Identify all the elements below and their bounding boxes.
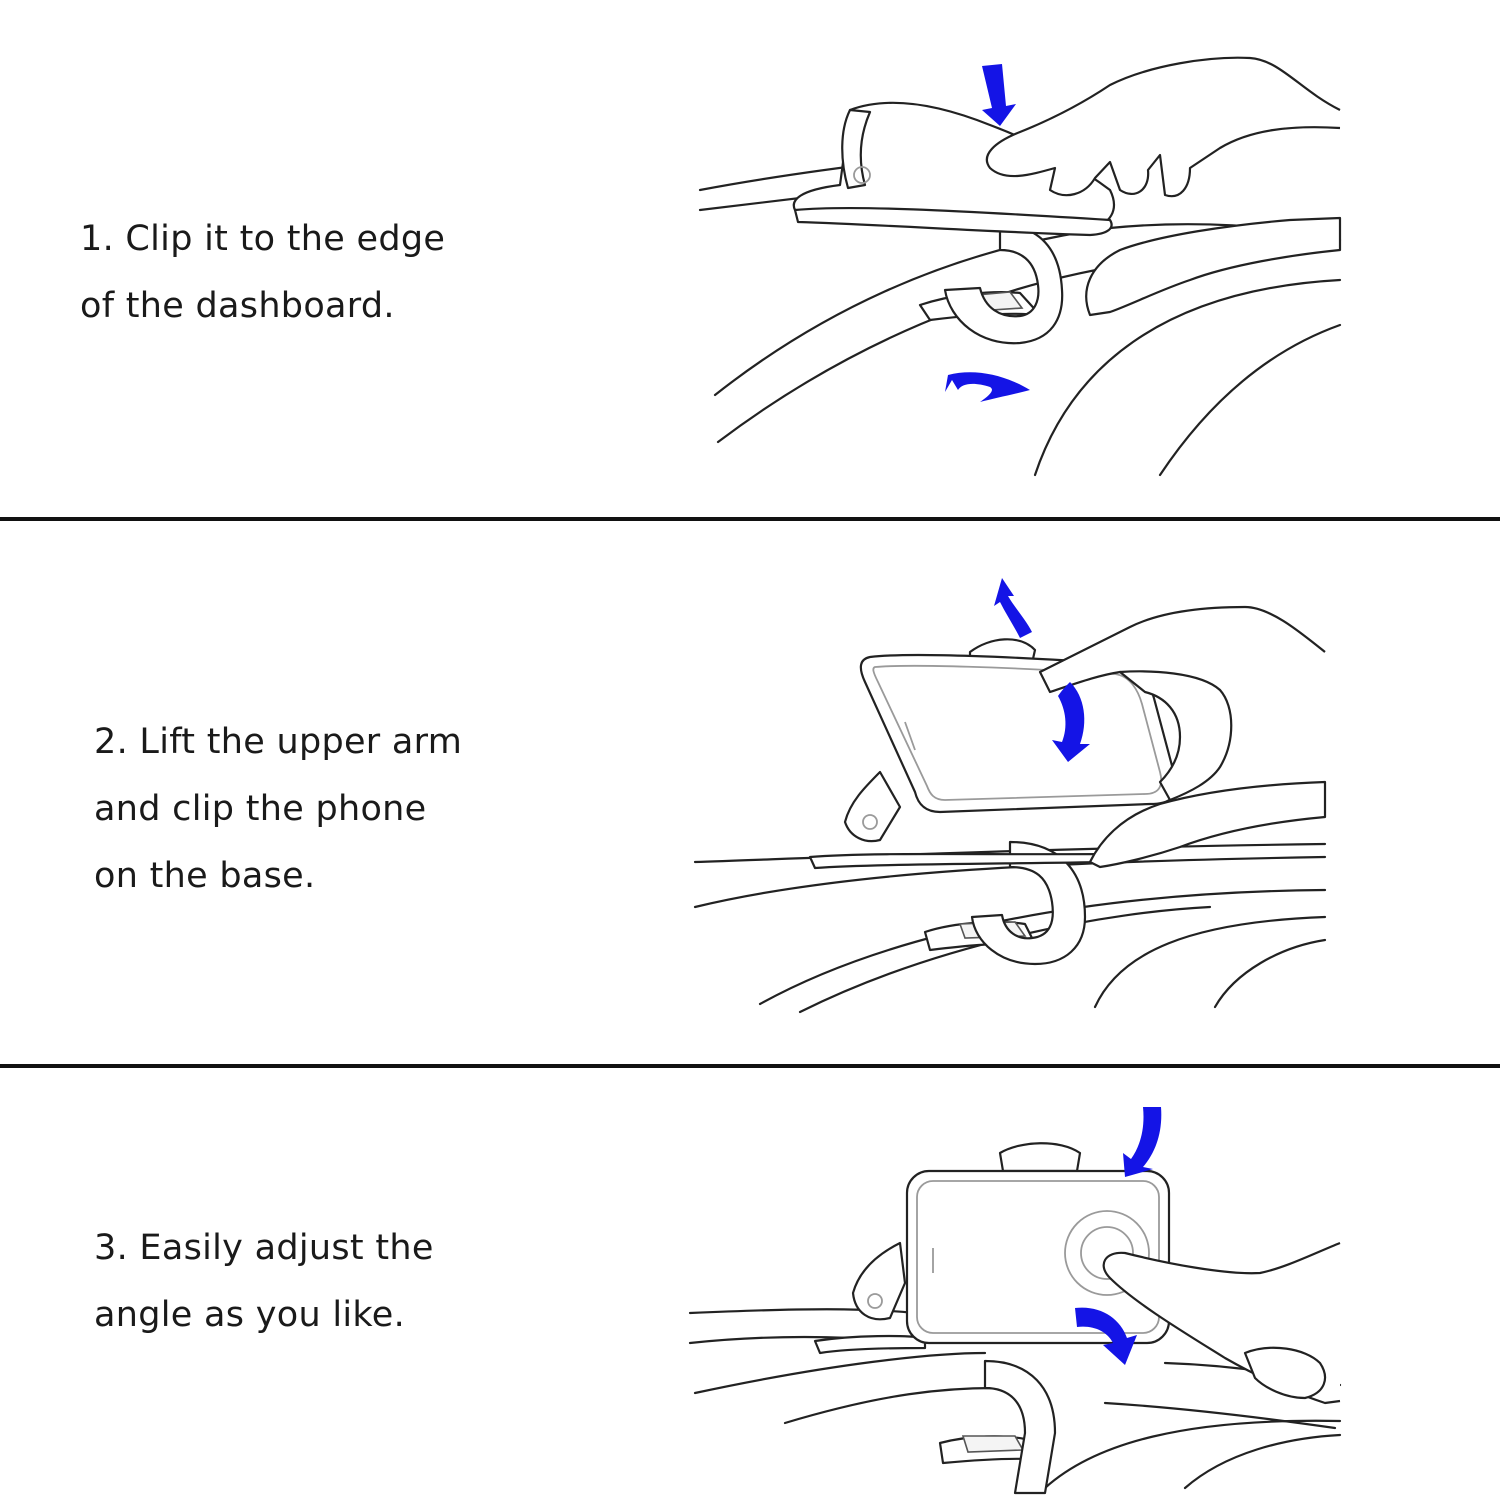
- step-1-instruction: 1. Clip it to the edge of the dashboard.: [80, 206, 445, 340]
- phone-icon: [905, 1169, 1171, 1345]
- hand-icon: [985, 56, 1342, 317]
- section-divider: [0, 517, 1500, 521]
- step-2: 2. Lift the upper arm and clip the phone…: [0, 522, 1500, 1065]
- step-3-line-1: 3. Easily adjust the: [94, 1228, 434, 1268]
- phone-mount-icon: [813, 1142, 1082, 1495]
- hand-icon: [1038, 605, 1327, 869]
- arrow-icon: [1075, 1307, 1137, 1365]
- step-2-illustration: [693, 578, 1327, 1014]
- step-3-instruction: 3. Easily adjust the angle as you like.: [94, 1215, 434, 1349]
- step-1: 1. Clip it to the edge of the dashboard.: [0, 0, 1500, 519]
- arrow-icon: [1123, 1107, 1162, 1177]
- step-2-instruction: 2. Lift the upper arm and clip the phone…: [94, 709, 462, 910]
- hand-icon: [1102, 1241, 1341, 1405]
- step-2-line-3: on the base.: [94, 856, 316, 896]
- step-3-illustration: [688, 1107, 1342, 1495]
- step-1-line-1: 1. Clip it to the edge: [80, 219, 446, 259]
- step-2-line-2: and clip the phone: [94, 789, 427, 829]
- step-2-line-1: 2. Lift the upper arm: [94, 722, 463, 762]
- step-1-illustration: [698, 56, 1342, 477]
- arrow-icon: [994, 578, 1032, 638]
- arrow-icon: [945, 372, 1030, 402]
- arrow-icon: [982, 64, 1016, 126]
- section-divider: [0, 1064, 1500, 1068]
- phone-mount-icon: [792, 101, 1116, 345]
- step-1-line-2: of the dashboard.: [80, 286, 395, 326]
- step-3-line-2: angle as you like.: [94, 1295, 406, 1335]
- arrow-icon: [1052, 682, 1090, 762]
- step-3: 3. Easily adjust the angle as you like.: [0, 1068, 1500, 1500]
